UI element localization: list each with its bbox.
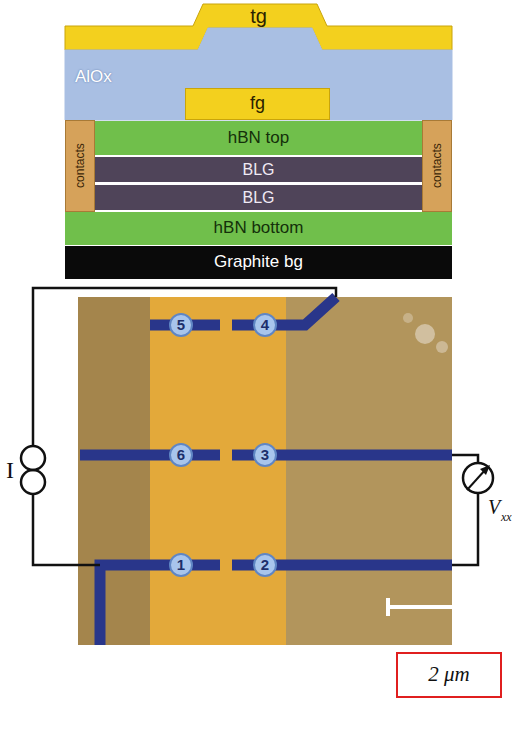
residue-spot [436,341,448,353]
callout-number-text: 4 [261,317,269,334]
blg-layer: BLG [95,157,422,182]
current-wire [33,288,336,565]
current-label: I [6,458,14,482]
scale-label-box: 2 μm [396,652,502,698]
callout-number-text: 6 [177,447,185,464]
residue-spot [415,324,435,344]
callout-number-text: 5 [177,317,185,334]
contact-layer-text: contacts [430,144,443,189]
callout-number: 6 [169,443,193,467]
hbn-layer-text: hBN top [228,129,289,148]
blg-layer-text: BLG [242,161,274,179]
alox-layer-text: AlOx [75,68,112,87]
callout-number: 4 [253,313,277,337]
voltmeter-symbol [463,463,493,493]
blg-layer: BLG [95,185,422,210]
graphite-layer-text: Graphite bg [214,253,303,272]
callout-number: 3 [253,443,277,467]
hbn-layer: hBN top [95,121,422,155]
callout-number: 1 [169,553,193,577]
scale-label-box-text: 2 μm [428,663,469,686]
hbn-layer: hBN bottom [65,212,452,245]
alox-layer-shape [65,28,452,120]
contact-layer: contacts [65,120,95,212]
top-gate-layer-text: tg [250,5,267,27]
alox-layer: AlOx fg [65,28,452,120]
voltage-subscript: xx [501,511,512,523]
substrate-region [286,297,452,645]
contact-leads [80,297,452,645]
scale-bar [388,598,474,616]
graphite-layer: Graphite bg [65,246,452,279]
callout-number-text: 1 [177,557,185,574]
substrate-image [78,297,452,645]
callout-number: 5 [169,313,193,337]
hall-bar [150,297,286,645]
callout-number-text: 3 [261,447,269,464]
contact-layer: contacts [422,120,452,212]
residue-spot [403,313,413,323]
hbn-layer-text: hBN bottom [214,219,304,238]
current-source-symbol [21,446,45,494]
contact-layer-text: contacts [73,144,86,189]
voltage-label: V [488,497,500,517]
blg-layer-text: BLG [242,189,274,207]
finger-gate-text: fg [250,94,265,114]
finger-gate: fg [185,88,330,120]
callout-number: 2 [253,553,277,577]
callout-number-text: 2 [261,557,269,574]
